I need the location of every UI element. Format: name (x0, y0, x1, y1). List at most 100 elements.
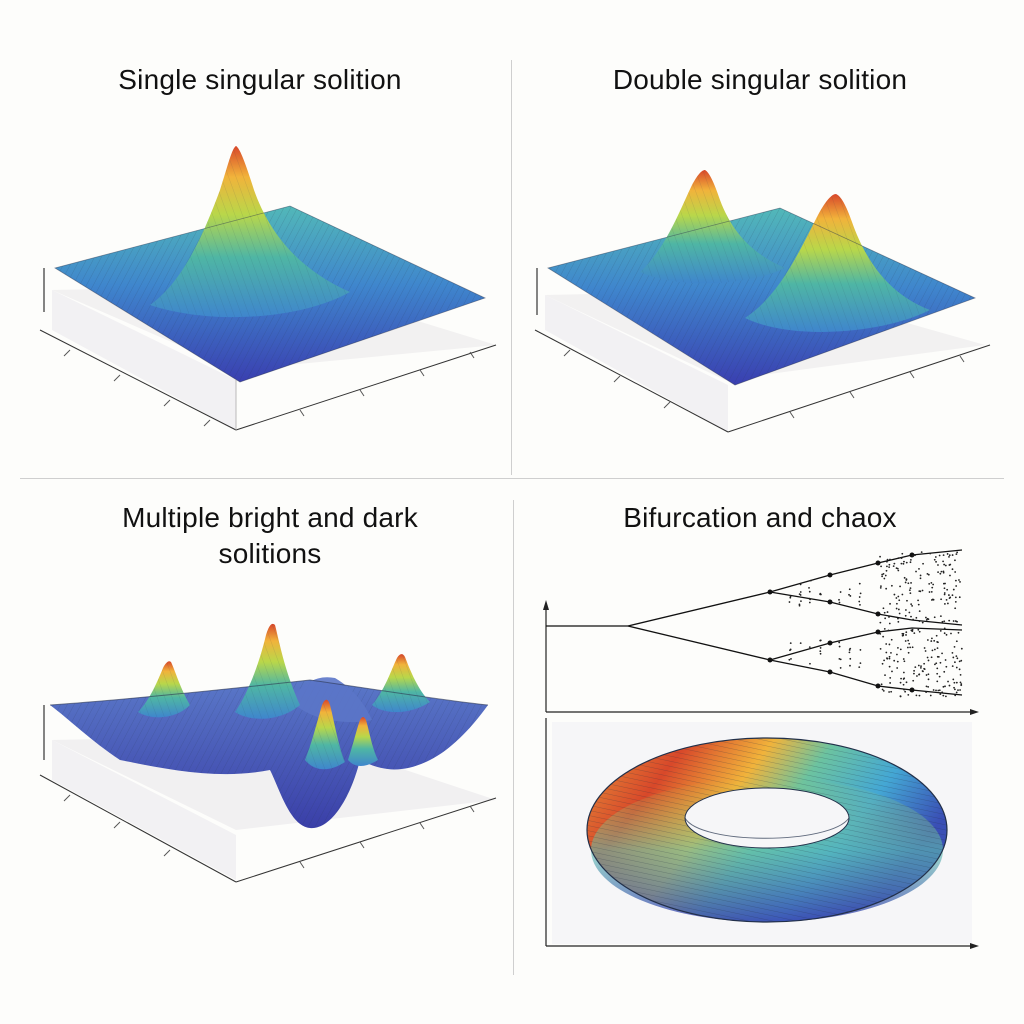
chaos-point (958, 668, 961, 671)
chaos-point (949, 574, 951, 577)
chaos-point (897, 620, 900, 623)
chaos-point (927, 678, 930, 681)
chaos-point (925, 674, 928, 676)
chaos-point (929, 694, 932, 697)
chaos-point (897, 646, 899, 649)
chaos-point (955, 585, 958, 587)
chaos-point (919, 577, 922, 580)
chaos-point (948, 556, 950, 558)
chaos-point (944, 659, 947, 661)
floor-side (545, 295, 728, 432)
chaos-point (799, 591, 802, 593)
chaos-point (944, 685, 946, 688)
panel-multiple-surface (39, 623, 497, 883)
chaos-point (909, 592, 912, 595)
chaos-point (939, 629, 942, 632)
chaos-point (902, 562, 905, 565)
chaos-point (945, 695, 947, 698)
chaos-point (948, 684, 951, 687)
chaos-point (908, 611, 911, 614)
chaos-point (900, 677, 902, 680)
chaos-point (935, 662, 938, 665)
chaos-point (799, 594, 802, 596)
panel-title-single: Single singular solition (118, 64, 402, 95)
chaos-point (808, 586, 810, 589)
chaos-point (942, 570, 945, 573)
chaos-point (901, 634, 904, 637)
chaos-point (883, 611, 886, 614)
chaos-point (886, 560, 888, 563)
chaos-point (953, 645, 956, 648)
torus-hole (684, 787, 850, 849)
bifurcation-axis-y-arrow (543, 600, 549, 610)
chaos-point (942, 694, 945, 697)
chaos-point (889, 676, 892, 679)
chaos-point (910, 629, 913, 632)
chaos-point (905, 631, 908, 634)
bifurcation-branches (546, 549, 963, 696)
chaos-point (882, 635, 885, 638)
bifurcation-axis-x-arrow (970, 709, 979, 715)
chaos-point (951, 568, 954, 571)
chaos-point (858, 600, 861, 603)
chaos-point (885, 569, 888, 572)
chaos-point (951, 554, 954, 556)
chaos-point (883, 577, 886, 580)
chaos-point (939, 572, 942, 575)
chaos-point (917, 664, 920, 667)
chaos-point (788, 601, 791, 603)
chaos-point (879, 632, 882, 635)
torus-attractor (586, 737, 948, 923)
chaos-point (859, 649, 862, 651)
chaos-point (905, 609, 907, 611)
panel-bifurcation (543, 549, 979, 949)
chaos-point (951, 651, 954, 654)
chaos-point (820, 593, 822, 596)
chaos-point (906, 599, 908, 602)
chaos-point (945, 665, 948, 668)
chaos-point (910, 615, 912, 618)
chaos-point (946, 602, 949, 605)
chaos-point (934, 663, 936, 666)
chaos-point (928, 582, 931, 585)
chaos-point (919, 590, 922, 593)
chaos-point (896, 653, 898, 656)
chaos-point (849, 647, 852, 650)
chaos-point (914, 554, 916, 557)
chaos-point (957, 631, 960, 634)
chaos-point (912, 679, 915, 682)
chaos-point (942, 685, 945, 688)
chaos-point (902, 632, 905, 635)
panel-title-bifurcation: Bifurcation and chaox (623, 502, 897, 533)
chaos-point (907, 693, 910, 696)
chaos-point (899, 695, 902, 698)
chaos-point (859, 592, 862, 595)
chaos-point (888, 566, 891, 568)
chaos-point (928, 591, 931, 593)
chaos-point (890, 690, 893, 693)
chaos-point (954, 694, 957, 697)
chaos-point (915, 694, 918, 697)
chaos-point (931, 586, 934, 589)
chaos-point (930, 656, 933, 659)
chaos-point (936, 647, 939, 650)
chaos-point (948, 594, 950, 596)
chaos-point (905, 634, 907, 636)
chaos-point (921, 670, 924, 672)
axis-y (235, 797, 497, 883)
chaos-point (943, 632, 946, 635)
chaos-point (838, 601, 841, 604)
chaos-point (933, 558, 936, 561)
chaos-point (890, 638, 893, 641)
chaos-point (941, 652, 943, 655)
chaos-point (937, 689, 940, 692)
chaos-point (910, 582, 912, 584)
chaos-point (952, 588, 955, 591)
chaos-point (926, 656, 929, 659)
chaos-point (956, 551, 959, 554)
chaos-point (902, 683, 905, 686)
chaos-point (954, 600, 957, 603)
chaos-point (909, 561, 912, 564)
chaos-point (819, 639, 822, 642)
chaos-point (903, 660, 906, 663)
